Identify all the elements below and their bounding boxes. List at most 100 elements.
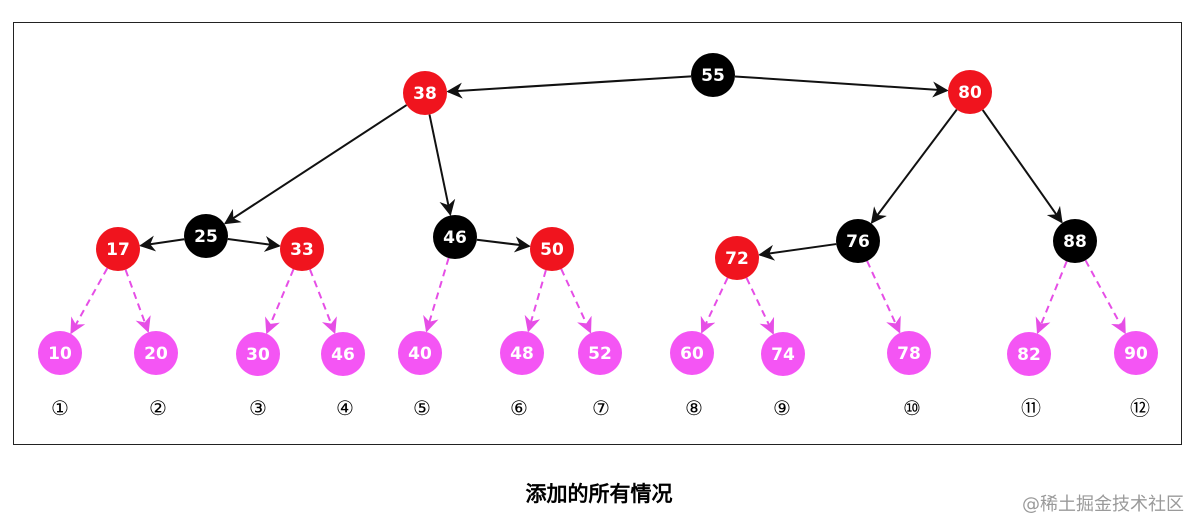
node-label: 25 — [194, 227, 218, 247]
edge-n46a-n50 — [476, 236, 531, 253]
node-label: 82 — [1017, 345, 1041, 365]
case-label: ④ — [336, 396, 354, 420]
edge-n80-n88 — [981, 109, 1063, 224]
tree-node-n80: 80 — [948, 70, 992, 114]
tree-node-p30: 30 — [236, 332, 280, 376]
tree-node-p78: 78 — [887, 331, 931, 375]
node-circle — [887, 331, 931, 375]
case-label: ⑧ — [685, 396, 703, 420]
edge-n17-p20 — [124, 269, 151, 333]
node-label: 88 — [1063, 232, 1087, 252]
case-label: ① — [51, 396, 69, 420]
node-label: 40 — [408, 344, 432, 364]
node-circle — [184, 214, 228, 258]
case-label: ⑪ — [1021, 396, 1041, 420]
node-label: 55 — [701, 66, 725, 86]
node-circle — [530, 227, 574, 271]
node-label: 80 — [958, 83, 982, 103]
node-label: 74 — [771, 345, 795, 365]
case-label: ⑫ — [1130, 396, 1150, 420]
node-label: 38 — [413, 84, 437, 104]
tree-node-p20: 20 — [134, 331, 178, 375]
node-label: 60 — [680, 344, 704, 364]
edge-n50-p48 — [524, 269, 547, 333]
tree-node-n17: 17 — [96, 227, 140, 271]
node-circle — [1053, 219, 1097, 263]
tree-node-n33: 33 — [280, 227, 324, 271]
tree-node-n25: 25 — [184, 214, 228, 258]
tree-node-p74: 74 — [761, 332, 805, 376]
node-label: 76 — [846, 232, 870, 252]
tree-node-p48: 48 — [500, 331, 544, 375]
case-label: ⑦ — [592, 396, 610, 420]
diagram-frame — [13, 22, 1182, 445]
node-circle — [761, 332, 805, 376]
node-label: 20 — [144, 344, 168, 364]
node-circle — [691, 53, 735, 97]
tree-node-p52: 52 — [578, 331, 622, 375]
edge-n88-p82 — [1035, 260, 1068, 335]
edge-n72-p74 — [745, 277, 775, 335]
edge-n88-p90 — [1084, 259, 1126, 335]
edge-n38-n25 — [223, 104, 408, 225]
node-circle — [500, 331, 544, 375]
edge-n25-n33 — [227, 236, 281, 252]
tree-node-p90: 90 — [1114, 331, 1158, 375]
node-circle — [236, 332, 280, 376]
edge-n50-p52 — [560, 268, 592, 334]
edge-n46a-p40 — [423, 257, 450, 333]
node-circle — [1007, 332, 1051, 376]
node-circle — [1114, 331, 1158, 375]
tree-node-n88: 88 — [1053, 219, 1097, 263]
tree-node-p40: 40 — [398, 331, 442, 375]
tree-node-n76: 76 — [836, 219, 880, 263]
node-label: 33 — [290, 240, 314, 260]
case-label: ⑥ — [510, 396, 528, 420]
edge-n17-p10 — [70, 267, 109, 335]
node-circle — [948, 70, 992, 114]
tree-node-n50: 50 — [530, 227, 574, 271]
tree-node-n72: 72 — [715, 236, 759, 280]
node-label: 30 — [246, 345, 270, 365]
case-label: ⑩ — [903, 396, 921, 420]
node-circle — [403, 71, 447, 115]
edge-n33-p30 — [265, 268, 295, 335]
tree-node-p82: 82 — [1007, 332, 1051, 376]
node-circle — [280, 227, 324, 271]
edge-n76-p78 — [866, 260, 901, 334]
node-circle — [134, 331, 178, 375]
case-label: ⑤ — [413, 396, 431, 420]
edge-n38-n46a — [428, 114, 456, 217]
edge-n55-n80 — [734, 75, 949, 98]
node-circle — [670, 331, 714, 375]
watermark: @稀土掘金技术社区 — [1022, 494, 1184, 515]
tree-node-n46a: 46 — [433, 215, 477, 259]
edges — [70, 75, 1126, 335]
node-circle — [398, 331, 442, 375]
node-circle — [38, 331, 82, 375]
tree-node-p10: 10 — [38, 331, 82, 375]
edge-n33-p46 — [309, 269, 337, 335]
node-circle — [96, 227, 140, 271]
edge-n55-n38 — [446, 75, 692, 99]
node-circle — [836, 219, 880, 263]
nodes: 55 38 80 25 46 76 88 17 33 50 72 10 20 30 46 40 48 52 60 74… — [38, 53, 1158, 376]
tree-node-n38: 38 — [403, 71, 447, 115]
node-circle — [578, 331, 622, 375]
node-label: 52 — [588, 344, 612, 364]
node-label: 46 — [443, 228, 467, 248]
node-label: 10 — [48, 344, 72, 364]
case-label: ⑨ — [773, 396, 791, 420]
case-label: ③ — [249, 396, 267, 420]
node-label: 90 — [1124, 344, 1148, 364]
node-circle — [715, 236, 759, 280]
node-label: 50 — [540, 240, 564, 260]
node-label: 78 — [897, 344, 921, 364]
case-labels: ① ② ③ ④ ⑤ ⑥ ⑦ ⑧ ⑨ ⑩ ⑪ ⑫ — [51, 396, 1150, 420]
tree-node-p46: 46 — [321, 332, 365, 376]
case-label: ② — [149, 396, 167, 420]
edge-n80-n76 — [870, 108, 958, 224]
node-circle — [433, 215, 477, 259]
node-circle — [321, 332, 365, 376]
